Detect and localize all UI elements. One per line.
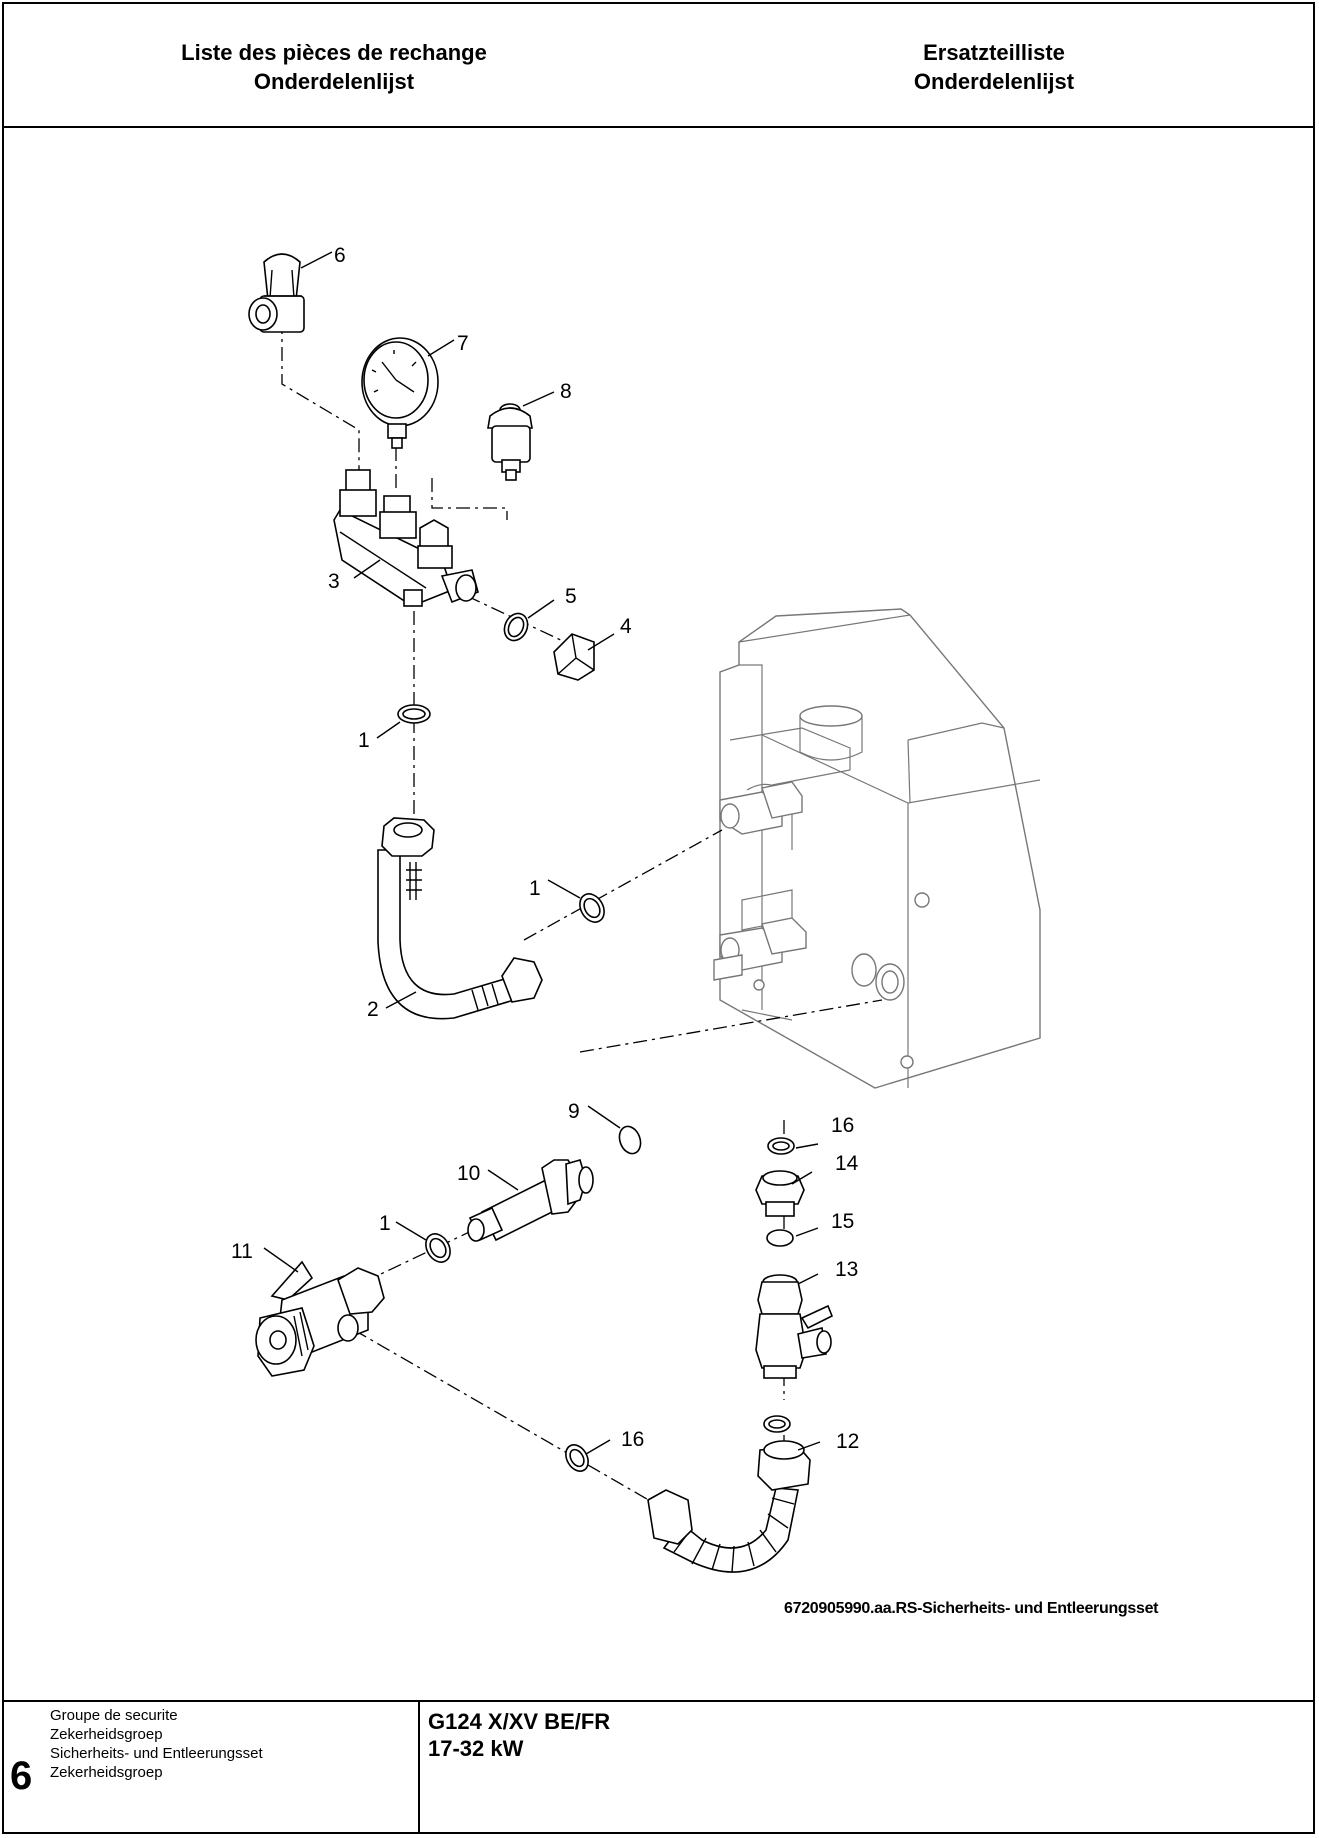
page-footer: 6 Groupe de securite Zekerheidsgroep Sic…	[2, 1700, 1315, 1834]
header-right: Ersatzteilliste Onderdelenlijst	[774, 38, 1214, 96]
part-11-drain-cock	[255, 1260, 385, 1377]
header-right-title: Ersatzteilliste	[923, 40, 1065, 65]
callout-5: 5	[565, 585, 577, 608]
leader-lines	[263, 251, 821, 1455]
part-16-seal-top	[767, 1137, 795, 1155]
callout-1-middle: 1	[529, 877, 541, 900]
part-7-pressure-gauge	[361, 337, 439, 449]
callout-7: 7	[457, 332, 469, 355]
callout-11: 11	[231, 1240, 253, 1263]
section-title-nl-2: Zekerheidsgroep	[50, 1764, 163, 1781]
model-info: G124 X/XV BE/FR 17-32 kW	[428, 1708, 610, 1762]
page-header: Liste des pièces de rechange Onderdelenl…	[2, 2, 1315, 128]
callout-10: 10	[457, 1162, 480, 1185]
model-name: G124 X/XV BE/FR	[428, 1709, 611, 1734]
callout-2: 2	[367, 998, 379, 1021]
callout-6: 6	[334, 244, 346, 267]
part-10-nipple	[467, 1159, 594, 1242]
callout-13: 13	[835, 1258, 858, 1281]
section-number: 6	[10, 1754, 33, 1798]
part-9-o-ring	[618, 1125, 642, 1155]
header-left-title: Liste des pièces de rechange	[181, 40, 487, 65]
part-4-cap	[553, 633, 595, 681]
part-6-safety-valve	[248, 253, 305, 333]
callout-4: 4	[620, 615, 632, 638]
part-16-seal-left	[565, 1444, 589, 1472]
callout-16-bottom: 16	[621, 1428, 644, 1451]
callout-labels: 6 7 8 3 5 4 1 1 2 9 10 1 11 16 14 15 13 …	[231, 244, 859, 1453]
part-2-bent-hose	[377, 817, 543, 1020]
part-14-adapter	[755, 1170, 805, 1217]
section-title-nl: Zekerheidsgroep	[50, 1726, 163, 1743]
part-1-seal-top	[397, 704, 431, 724]
exploded-parts-diagram: 6 7 8 3 5 4 1 1 2 9 10 1 11 16 14 15 13 …	[231, 244, 1041, 1573]
model-power: 17-32 kW	[428, 1736, 524, 1761]
part-3-manifold	[333, 469, 479, 607]
section-title-de: Sicherheits- und Entleerungsset	[50, 1745, 263, 1762]
callout-1-top: 1	[358, 729, 370, 752]
assembly-center-lines	[281, 320, 883, 1511]
callout-8: 8	[560, 380, 572, 403]
callout-15: 15	[831, 1210, 854, 1233]
callout-16-top: 16	[831, 1114, 854, 1137]
callout-3: 3	[328, 570, 340, 593]
boiler-block	[713, 608, 1041, 1089]
part-13-ball-valve	[755, 1274, 834, 1379]
section-title-fr: Groupe de securite	[50, 1707, 178, 1724]
part-12-corrugated-hose	[647, 1440, 811, 1573]
part-16-seal-bottom	[763, 1415, 791, 1433]
diagram-caption: 6720905990.aa.RS-Sicherheits- und Entlee…	[784, 1600, 1159, 1617]
section-titles: Groupe de securite Zekerheidsgroep Siche…	[50, 1706, 263, 1782]
part-1-seal-bottom	[425, 1233, 451, 1263]
callout-12: 12	[836, 1430, 859, 1453]
part-8-air-vent	[487, 403, 533, 481]
part-15-washer	[766, 1229, 794, 1247]
header-right-subtitle: Onderdelenlijst	[913, 69, 1075, 94]
header-left: Liste des pièces de rechange Onderdelenl…	[124, 38, 544, 96]
part-1-seal-middle	[579, 893, 605, 923]
callout-14: 14	[835, 1152, 859, 1175]
footer-divider	[418, 1702, 420, 1832]
callout-9: 9	[568, 1100, 580, 1123]
callout-1-bottom: 1	[379, 1212, 391, 1235]
header-left-subtitle: Onderdelenlijst	[253, 69, 415, 94]
part-5-seal	[503, 612, 529, 642]
